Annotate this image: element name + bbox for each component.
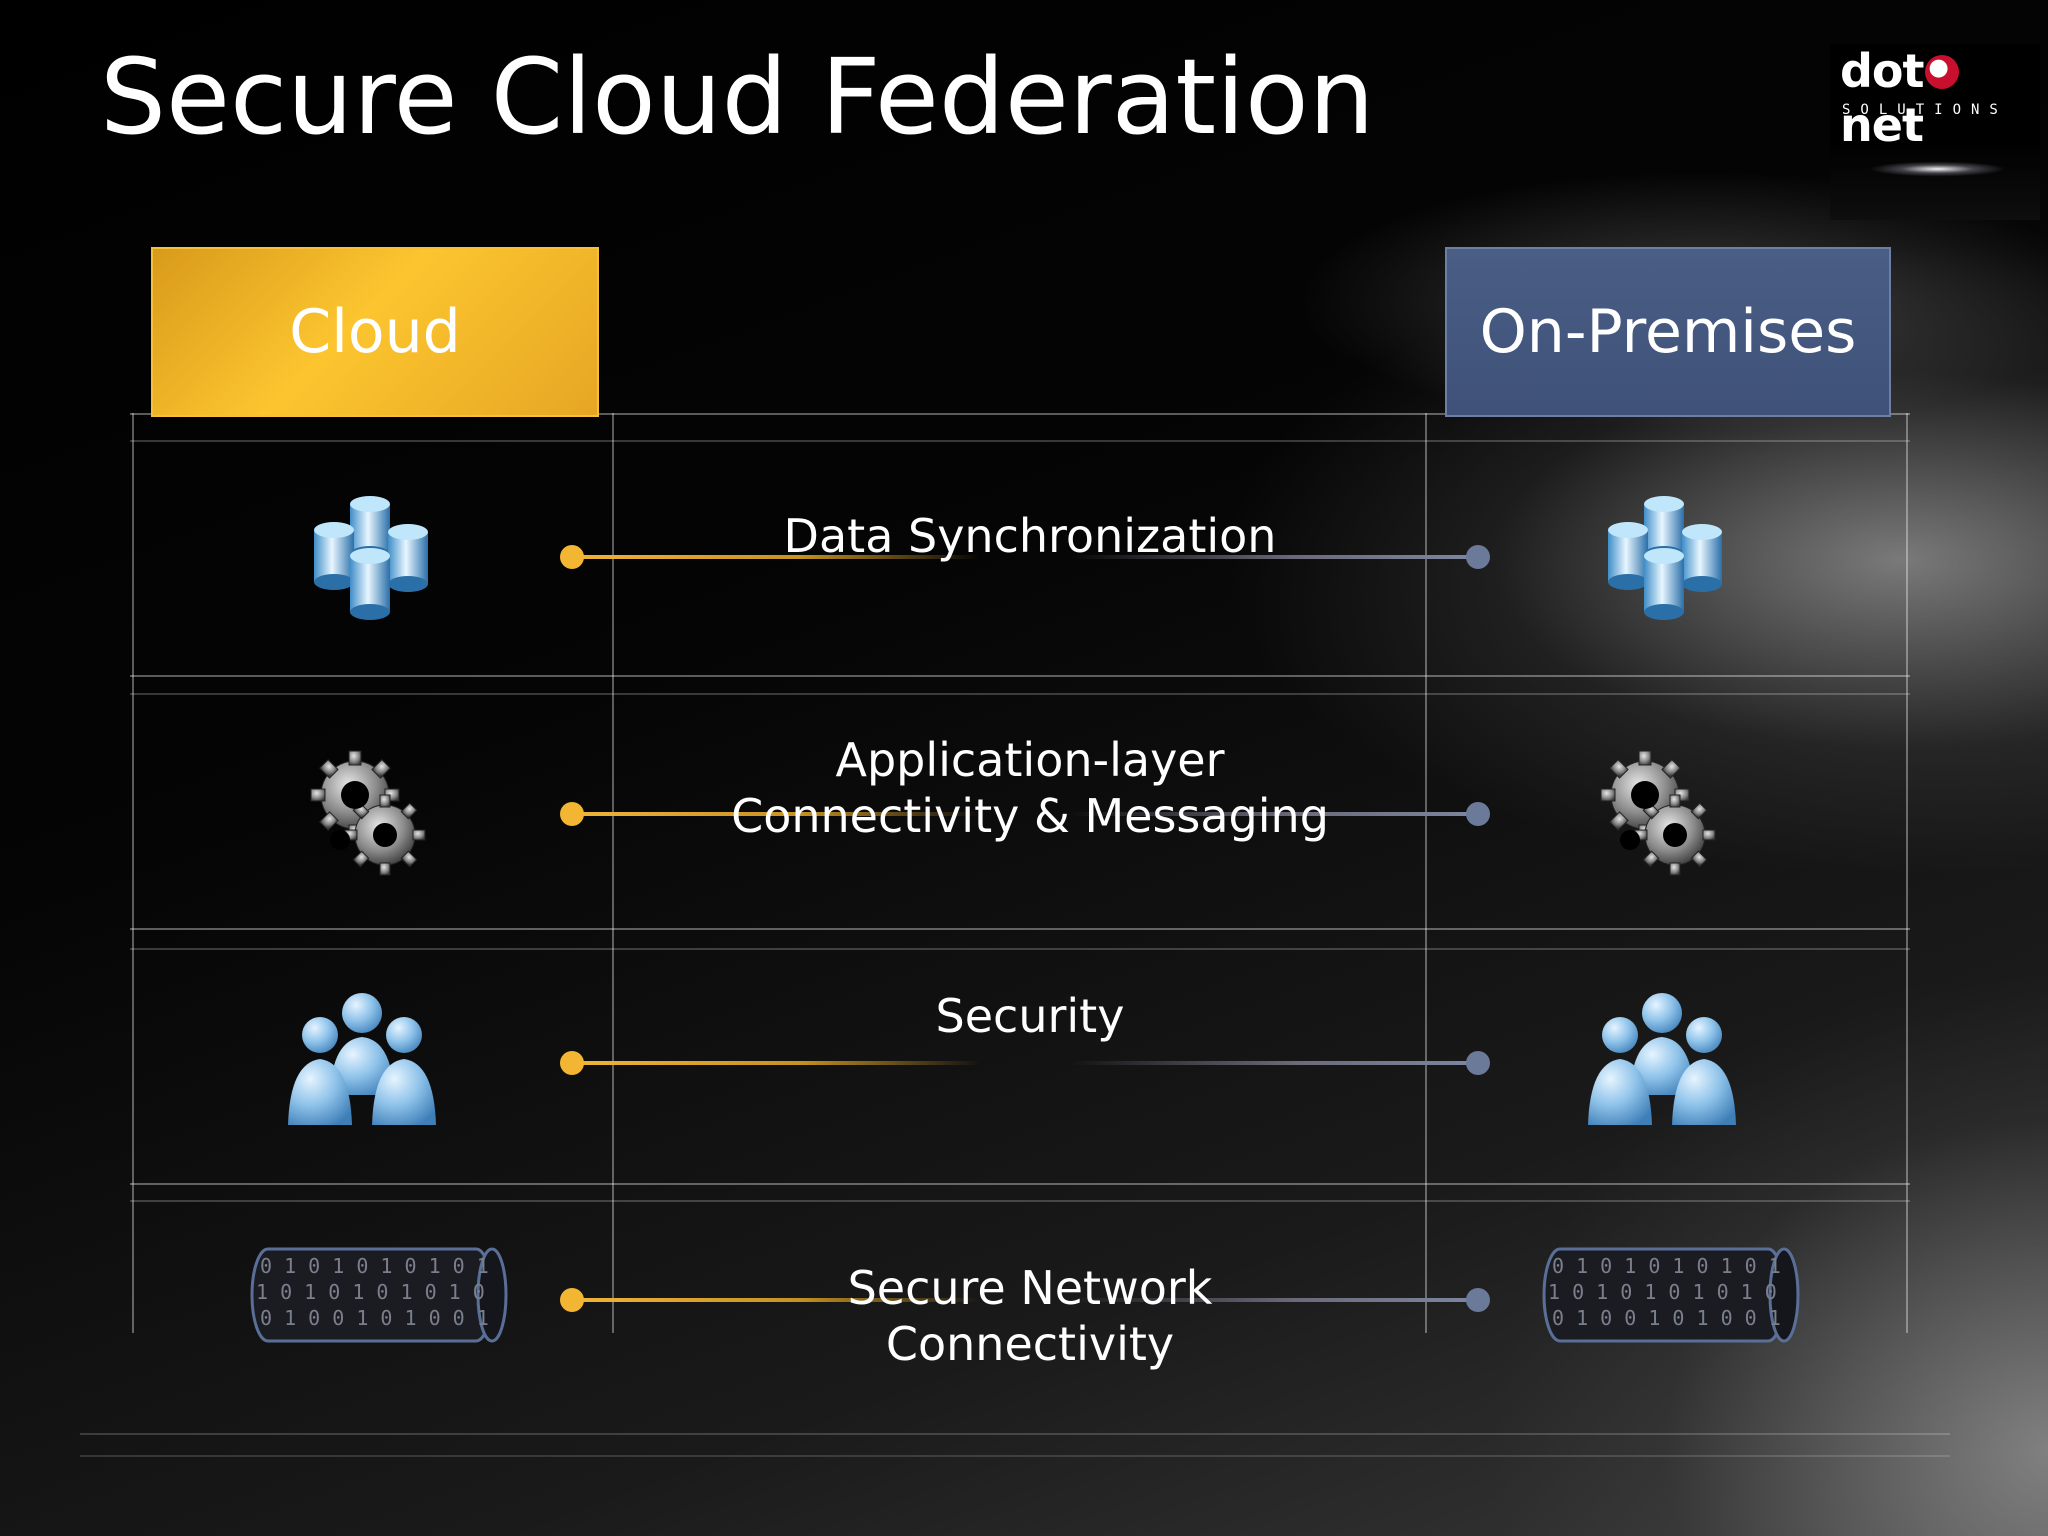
users-icon xyxy=(1588,993,1736,1125)
network-connector xyxy=(560,1288,1490,1312)
database-icon xyxy=(1608,496,1722,620)
grid-line xyxy=(612,413,614,1333)
gears-icon xyxy=(310,750,426,876)
users-icon xyxy=(288,993,436,1125)
cloud-endpoint-dot xyxy=(560,1051,584,1075)
grid-line xyxy=(130,948,1910,950)
grid-line xyxy=(130,1183,1910,1185)
grid-line xyxy=(130,693,1910,695)
grid-line xyxy=(130,440,1910,442)
database-icon xyxy=(314,496,428,620)
logo-horizon-glow xyxy=(1840,149,2035,189)
svg-text:0 1 0 0 1 0 1 0 0 1: 0 1 0 0 1 0 1 0 0 1 xyxy=(260,1306,489,1330)
row-label-secure-network: Secure Network Connectivity xyxy=(847,1261,1213,1371)
cloud-endpoint-dot xyxy=(560,1288,584,1312)
grid-line xyxy=(130,675,1910,677)
row-label-security: Security xyxy=(935,989,1125,1043)
binary-pipe-icon: 0 1 0 1 0 1 0 1 0 1 1 0 1 0 1 0 1 0 1 0 … xyxy=(1542,1247,1800,1343)
cloud-endpoint-dot xyxy=(560,545,584,569)
logo-wordmark: dotnet xyxy=(1840,44,2040,152)
svg-text:1 0 1 0 1 0 1 0 1 0: 1 0 1 0 1 0 1 0 1 0 xyxy=(256,1280,485,1304)
cloud-column-header: Cloud xyxy=(151,247,599,417)
grid-line xyxy=(1906,413,1908,1333)
grid-line xyxy=(80,1455,1950,1457)
on-premises-endpoint-dot xyxy=(1466,802,1490,826)
on-premises-endpoint-dot xyxy=(1466,1288,1490,1312)
security-connector xyxy=(560,1051,1490,1075)
grid-line xyxy=(130,413,1910,415)
logo-subtitle: SOLUTIONS xyxy=(1842,102,2008,118)
svg-text:0 1 0 1 0 1 0 1 0 1: 0 1 0 1 0 1 0 1 0 1 xyxy=(1552,1254,1781,1278)
svg-text:0 1 0 1 0 1 0 1 0 1: 0 1 0 1 0 1 0 1 0 1 xyxy=(260,1254,489,1278)
data-sync-connector xyxy=(560,545,1490,569)
grid-line xyxy=(130,928,1910,930)
grid-line xyxy=(80,1433,1950,1435)
on-premises-endpoint-dot xyxy=(1466,545,1490,569)
app-layer-connector xyxy=(560,802,1490,826)
binary-pipe-icon: 0 1 0 1 0 1 0 1 0 1 1 0 1 0 1 0 1 0 1 0 … xyxy=(250,1247,508,1343)
on-premises-column-header: On-Premises xyxy=(1445,247,1891,417)
svg-text:0 1 0 0 1 0 1 0 0 1: 0 1 0 0 1 0 1 0 0 1 xyxy=(1552,1306,1781,1330)
grid-line xyxy=(1425,413,1427,1333)
slide-title: Secure Cloud Federation xyxy=(100,36,1375,158)
gears-icon xyxy=(1600,750,1716,876)
svg-text:1 0 1 0 1 0 1 0 1 0: 1 0 1 0 1 0 1 0 1 0 xyxy=(1548,1280,1777,1304)
company-logo: dotnet SOLUTIONS xyxy=(1830,44,2040,220)
on-premises-endpoint-dot xyxy=(1466,1051,1490,1075)
cloud-endpoint-dot xyxy=(560,802,584,826)
grid-line xyxy=(130,1200,1910,1202)
row-label-application-layer: Application-layer Connectivity & Messagi… xyxy=(731,733,1329,843)
row-label-data-synchronization: Data Synchronization xyxy=(783,509,1277,563)
grid-line xyxy=(132,413,134,1333)
